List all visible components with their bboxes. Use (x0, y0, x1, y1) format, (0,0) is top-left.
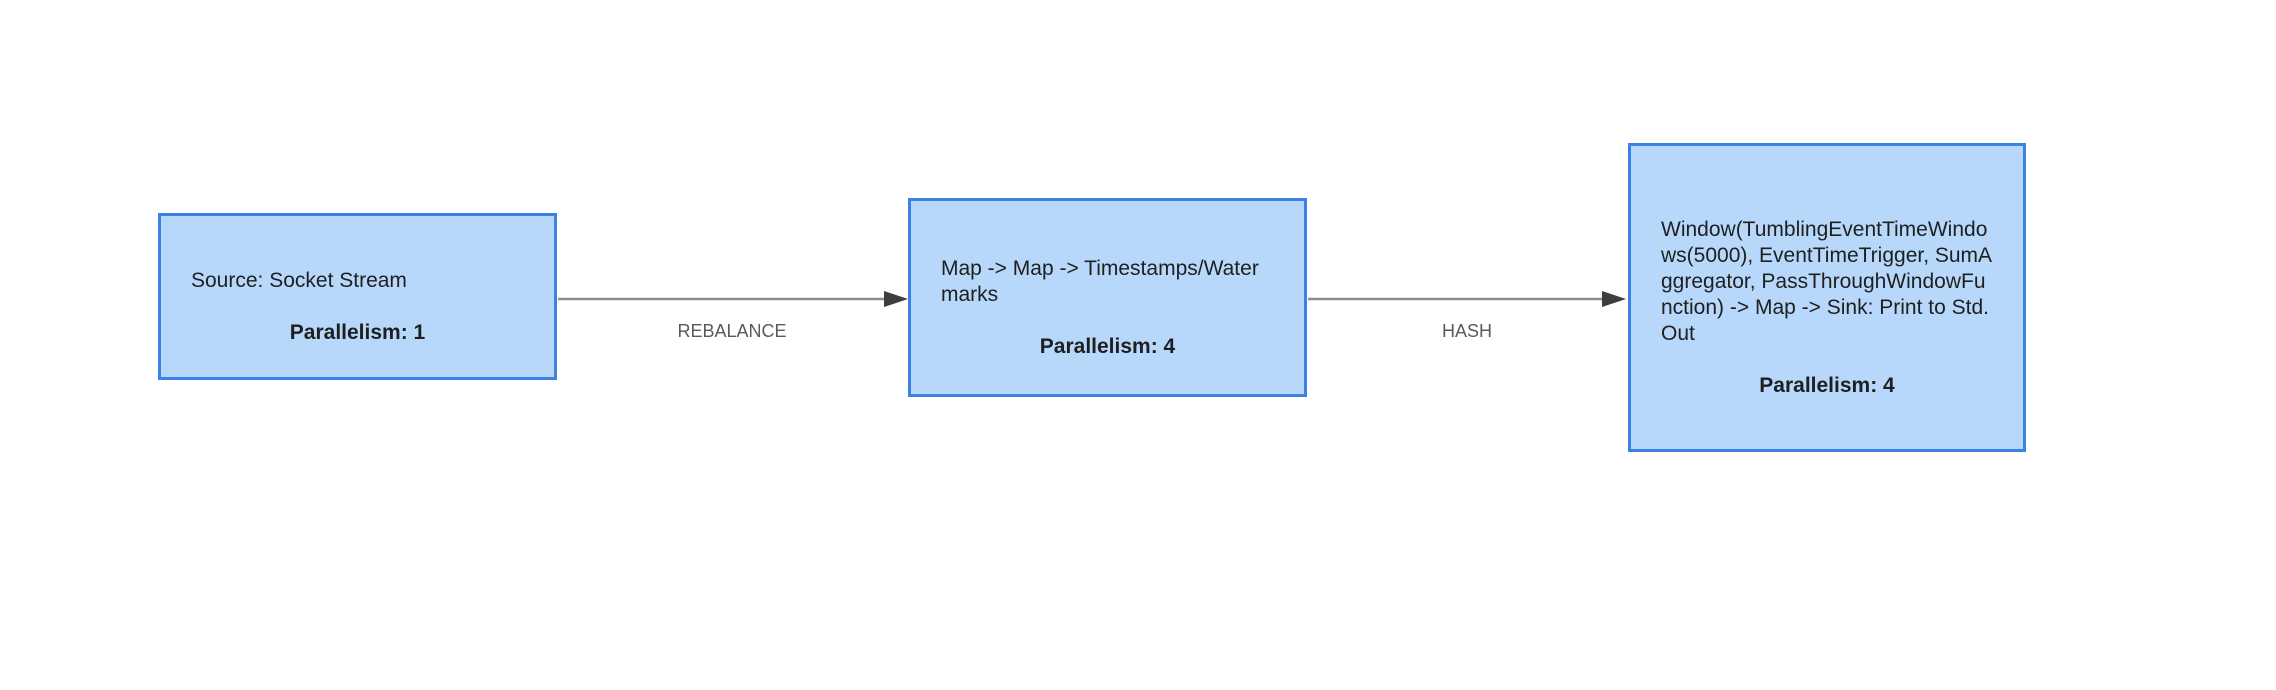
node-name: Window(TumblingEventTimeWindows(5000), E… (1661, 217, 1993, 345)
node-parallelism: Parallelism: 4 (1759, 373, 1895, 397)
node-map-timestamps-watermarks[interactable]: Map -> Map -> Timestamps/Watermarks Para… (908, 198, 1307, 397)
node-parallelism: Parallelism: 1 (289, 320, 426, 344)
node-source-socket-stream[interactable]: Source: Socket Stream Parallelism: 1 (158, 213, 557, 380)
edge-rebalance-arrowhead-icon (884, 291, 908, 307)
edge-hash (1308, 291, 1626, 307)
edge-hash-arrowhead-icon (1602, 291, 1626, 307)
edge-rebalance (558, 291, 908, 307)
node-window-map-sink[interactable]: Window(TumblingEventTimeWindows(5000), E… (1628, 143, 2026, 452)
edge-label-rebalance: REBALANCE (677, 321, 787, 341)
node-name: Map -> Map -> Timestamps/Watermarks (941, 256, 1259, 306)
node-parallelism: Parallelism: 4 (1039, 334, 1176, 358)
node-name: Source: Socket Stream (191, 268, 407, 292)
edge-label-hash: HASH (1441, 321, 1493, 341)
